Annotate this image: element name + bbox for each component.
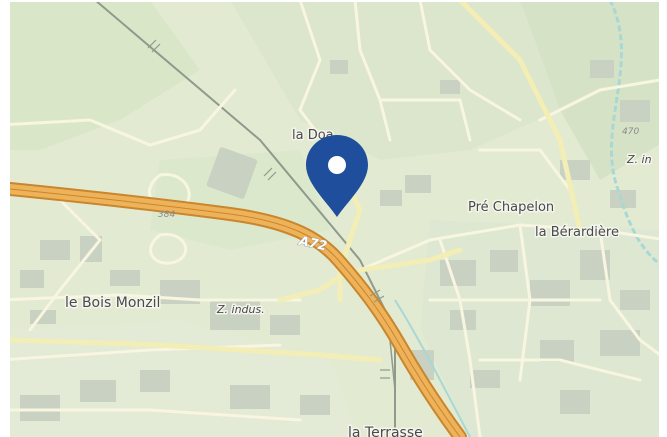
- motorway-a72: [0, 181, 467, 437]
- road-label-470: 470: [622, 127, 639, 137]
- buildings: [20, 60, 650, 421]
- road-label-a72: A72: [297, 234, 329, 255]
- place-label-pre-chapelon: Pré Chapelon: [468, 200, 554, 215]
- place-label-la-berardiere: la Bérardière: [535, 225, 619, 240]
- waterways: [394, 0, 667, 437]
- crossing-marks: [147, 39, 390, 379]
- place-labels: la Doa Pré Chapelon la Bérardière le Boi…: [64, 127, 654, 437]
- road-label-384: 384: [158, 210, 175, 220]
- road-labels: 384 470 A72: [158, 127, 639, 255]
- place-label-z-indus: Z. indus.: [216, 303, 265, 316]
- place-label-le-bois-monzil: le Bois Monzil: [65, 295, 160, 311]
- place-label-z-in: Z. in: [626, 153, 652, 166]
- map-pin-icon[interactable]: [306, 135, 368, 217]
- place-label-la-terrasse: la Terrasse: [348, 425, 423, 437]
